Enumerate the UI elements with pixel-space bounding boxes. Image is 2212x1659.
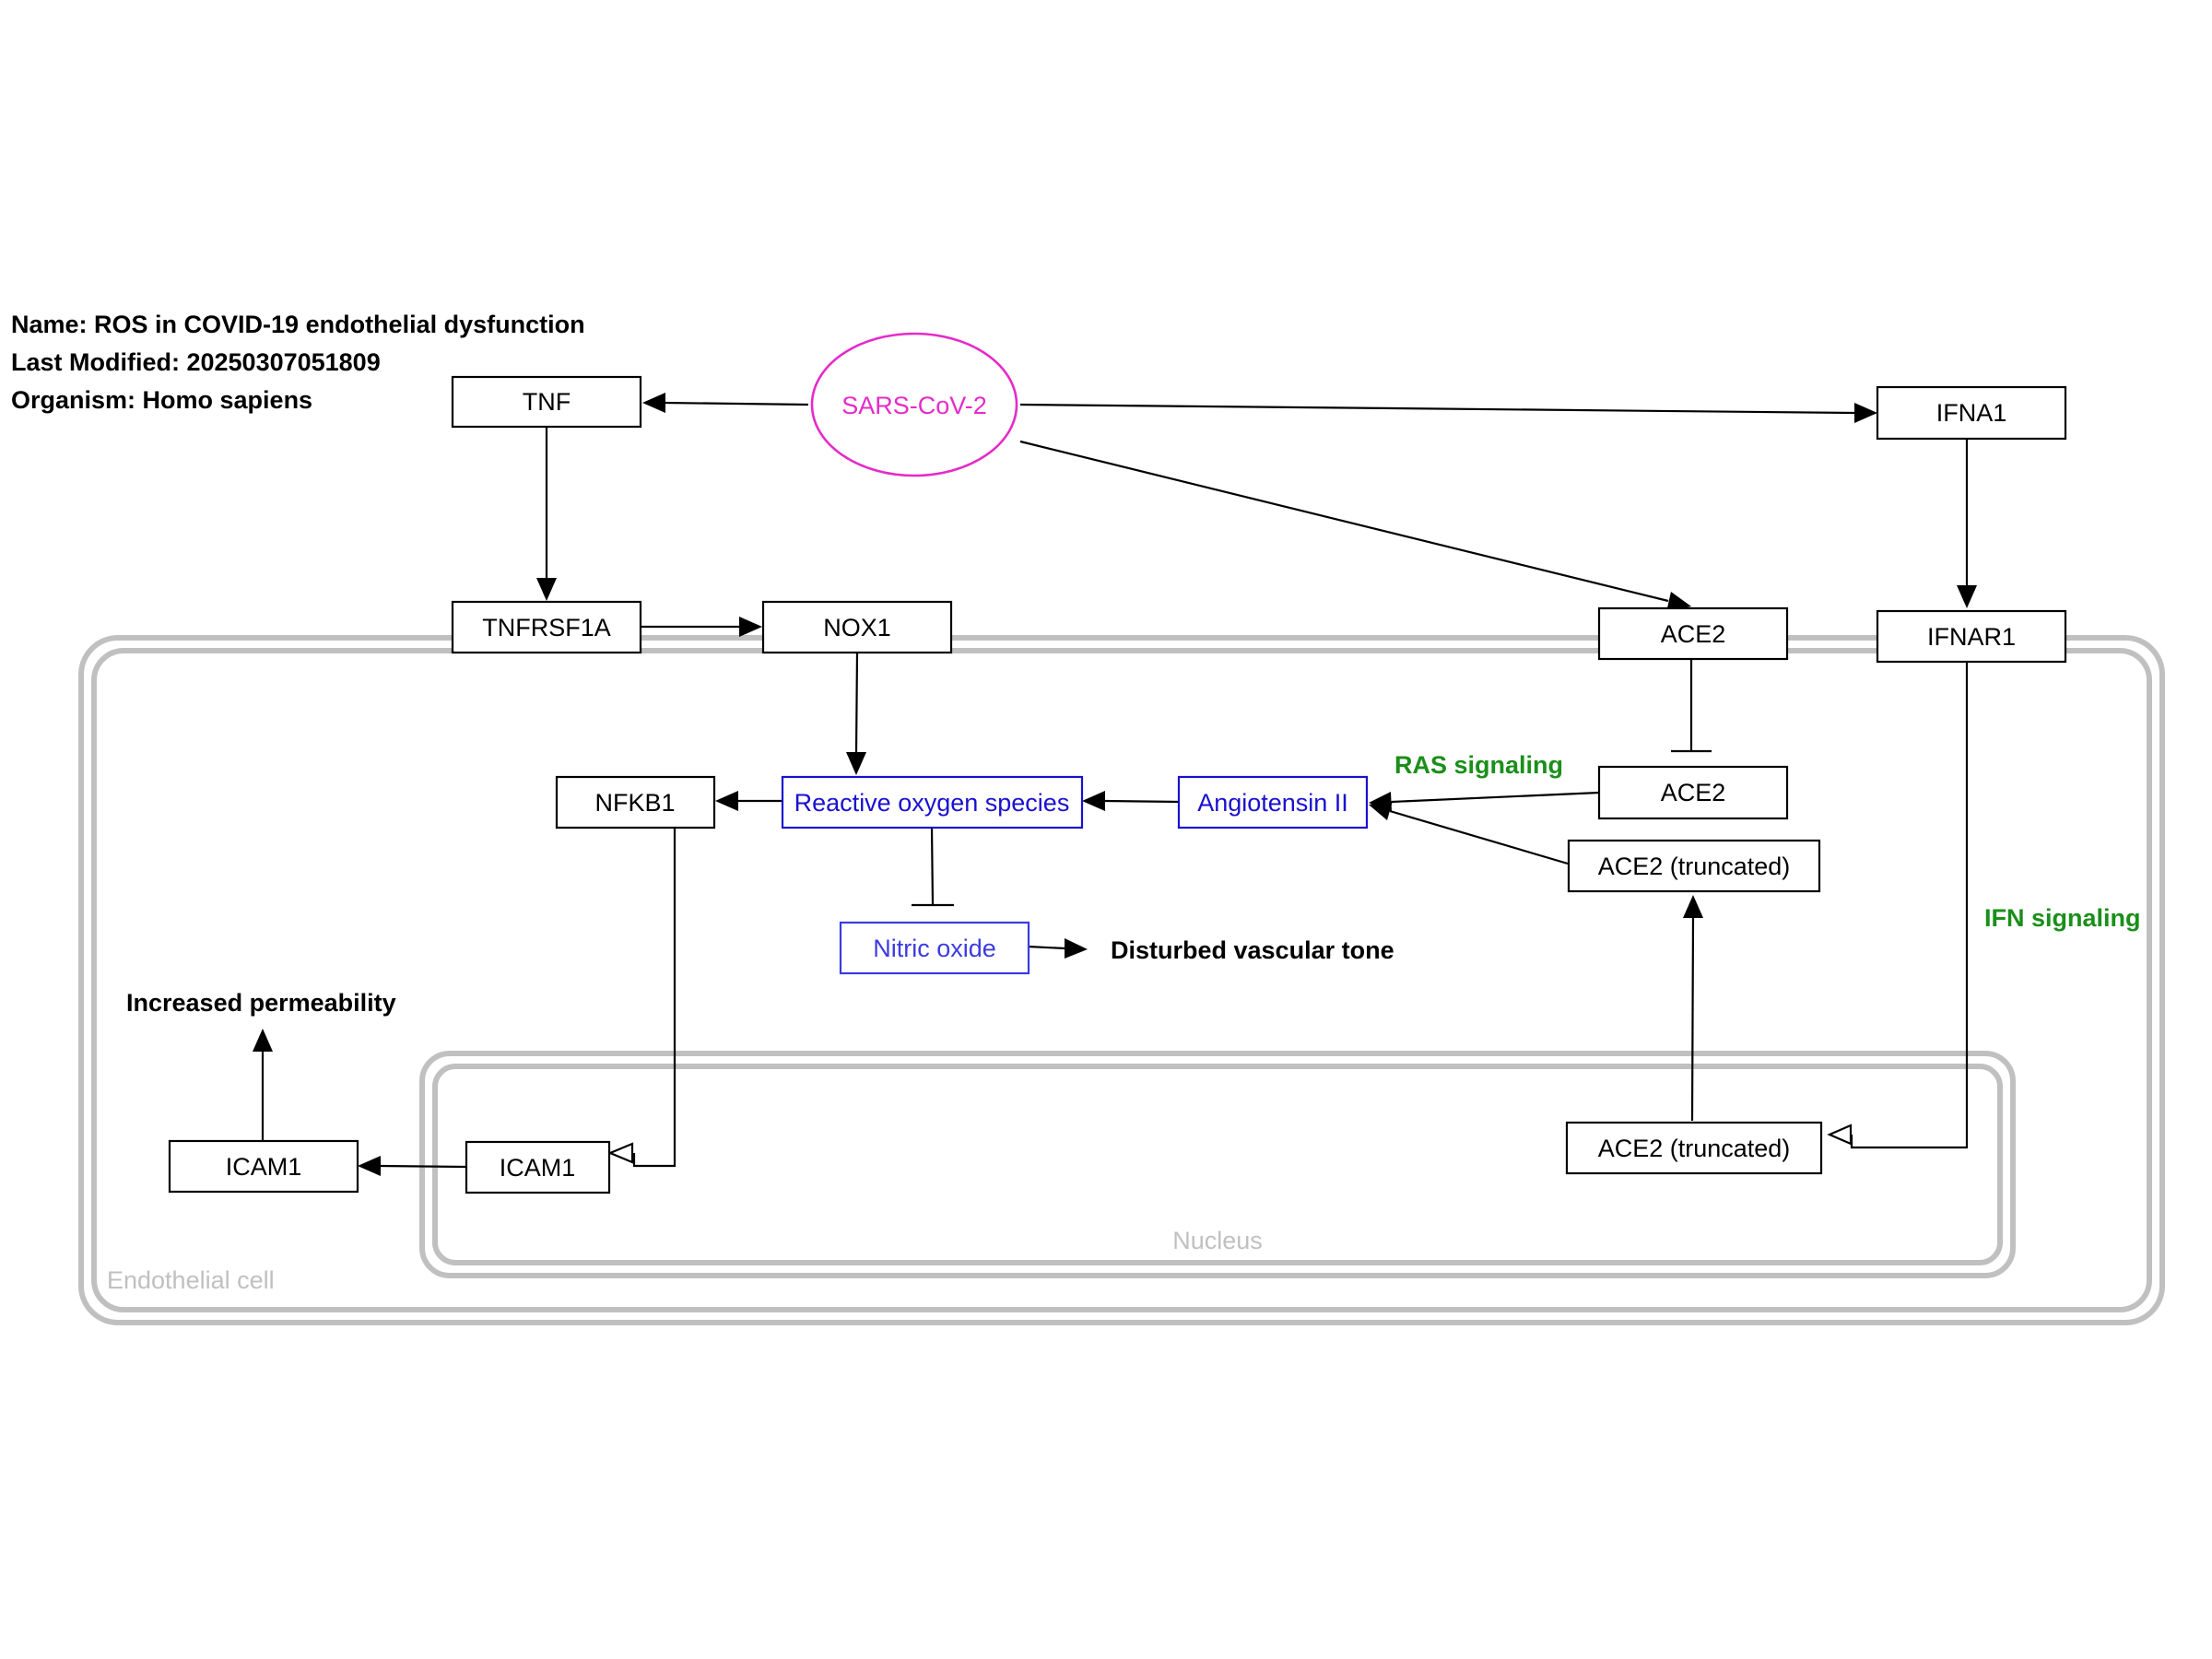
arrowhead-nfkb1 xyxy=(715,791,738,811)
ros-label: Reactive oxygen species xyxy=(794,789,1070,817)
edge-sars-ace2 xyxy=(1019,440,1669,603)
node-ros[interactable]: Reactive oxygen species xyxy=(781,775,1084,830)
node-angiotensin-ii[interactable]: Angiotensin II xyxy=(1177,775,1369,830)
arrowhead-ace2trunccyto xyxy=(1683,895,1703,918)
arrowhead-nox1 xyxy=(739,617,762,637)
icam1-cytoplasm-label: ICAM1 xyxy=(226,1153,302,1181)
ifn-signaling-label: IFN signaling xyxy=(1984,904,2141,932)
sars-cov-2-label: SARS-CoV-2 xyxy=(841,392,987,419)
metadata: Name: ROS in COVID-19 endothelial dysfun… xyxy=(11,311,585,414)
ace2-membrane-label: ACE2 xyxy=(1661,620,1726,648)
edge-nox1-ros xyxy=(854,652,859,754)
nfkb1-label: NFKB1 xyxy=(594,789,675,817)
arrowhead-ifna1 xyxy=(1854,403,1877,423)
nucleus-compartment: Nucleus xyxy=(419,1051,2016,1278)
node-icam1-cytoplasm[interactable]: ICAM1 xyxy=(168,1139,359,1194)
arrowhead-tnf xyxy=(642,393,665,413)
edge-sars-ifna1 xyxy=(1019,403,1855,415)
ace2-truncated-cytoplasm-label: ACE2 (truncated) xyxy=(1598,853,1791,880)
ace2-inner-label: ACE2 xyxy=(1661,779,1726,806)
arrowhead-ros-2 xyxy=(1082,791,1105,811)
nitric-oxide-label: Nitric oxide xyxy=(873,935,996,962)
endothelial-cell-compartment: Endothelial cell xyxy=(78,635,2165,1325)
arrowhead-icam1cyto xyxy=(358,1156,381,1176)
disturbed-vascular-tone-label: Disturbed vascular tone xyxy=(1111,936,1394,964)
node-ace2-inner[interactable]: ACE2 xyxy=(1597,765,1789,820)
nox1-label: NOX1 xyxy=(823,614,891,641)
arrowhead-ros xyxy=(846,752,866,775)
edge-nfkb1-icam1nuc xyxy=(632,828,677,1168)
edge-no-vascular xyxy=(1027,945,1066,950)
node-ifnar1[interactable]: IFNAR1 xyxy=(1876,609,2067,664)
increased-permeability-label: Increased permeability xyxy=(126,989,396,1017)
ace2-truncated-nucleus-label: ACE2 (truncated) xyxy=(1598,1135,1791,1162)
angiotensin-ii-label: Angiotensin II xyxy=(1197,789,1348,817)
node-nox1[interactable]: NOX1 xyxy=(761,600,953,654)
edge-ace2trunc-angiotensin xyxy=(1389,809,1569,865)
last-modified: Last Modified: 20250307051809 xyxy=(11,348,381,376)
arrowhead-ace2truncnuc xyxy=(1827,1124,1853,1146)
tnf-label: TNF xyxy=(523,388,571,416)
endothelial-cell-label: Endothelial cell xyxy=(107,1266,275,1294)
arrowhead-ace2 xyxy=(1666,592,1691,612)
edge-ace2-angiotensin xyxy=(1391,791,1600,804)
node-ace2-membrane[interactable]: ACE2 xyxy=(1597,606,1789,661)
edge-angiotensin-ros xyxy=(1103,799,1179,804)
organism: Organism: Homo sapiens xyxy=(11,386,312,414)
arrowhead-ifnar1 xyxy=(1957,585,1977,608)
ifnar1-label: IFNAR1 xyxy=(1927,623,2016,651)
node-sars-cov-2[interactable]: SARS-CoV-2 xyxy=(810,332,1018,477)
edges xyxy=(253,393,1977,1176)
node-ifna1[interactable]: IFNA1 xyxy=(1876,385,2067,441)
edge-ifnar1-ace2truncnuc xyxy=(1850,663,1969,1149)
edge-icam1nuc-icam1cyto xyxy=(379,1164,466,1169)
arrowhead-vascular xyxy=(1065,938,1088,959)
edge-ace2truncnuc-ace2trunccyto xyxy=(1690,916,1695,1122)
arrowhead-tnfrsf1a xyxy=(536,578,557,601)
arrowhead-permeability xyxy=(253,1029,273,1052)
pathway-name: Name: ROS in COVID-19 endothelial dysfun… xyxy=(11,311,585,338)
arrowhead-angiotensin-2 xyxy=(1369,801,1393,820)
node-nfkb1[interactable]: NFKB1 xyxy=(555,775,716,830)
node-icam1-nucleus[interactable]: ICAM1 xyxy=(465,1140,611,1194)
edge-ros-no xyxy=(930,827,935,906)
edge-sars-tnf xyxy=(663,401,809,406)
tnfrsf1a-label: TNFRSF1A xyxy=(482,614,611,641)
arrowhead-icam1nuc xyxy=(607,1142,634,1164)
nucleus-label: Nucleus xyxy=(1172,1227,1263,1254)
node-nitric-oxide[interactable]: Nitric oxide xyxy=(839,921,1030,975)
icam1-nucleus-label: ICAM1 xyxy=(500,1154,576,1182)
node-ace2-truncated-cytoplasm[interactable]: ACE2 (truncated) xyxy=(1567,839,1821,893)
node-ace2-truncated-nucleus[interactable]: ACE2 (truncated) xyxy=(1565,1121,1823,1175)
ras-signaling-label: RAS signaling xyxy=(1394,751,1563,779)
ifna1-label: IFNA1 xyxy=(1936,399,2007,427)
node-tnf[interactable]: TNF xyxy=(451,375,642,429)
node-tnfrsf1a[interactable]: TNFRSF1A xyxy=(451,600,642,654)
